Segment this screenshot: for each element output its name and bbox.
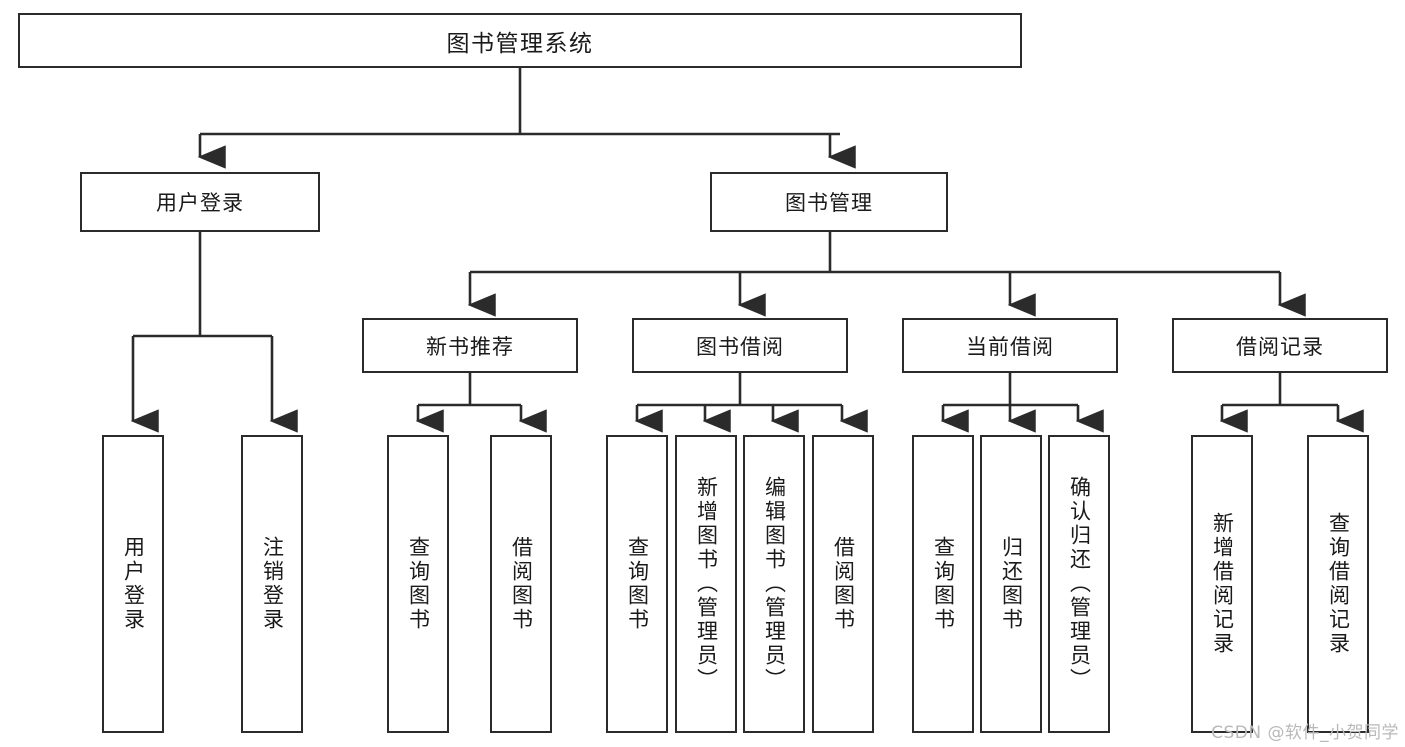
node-leaf-return-book[interactable]: 归还图书	[980, 435, 1042, 733]
node-book-management[interactable]: 图书管理	[710, 172, 948, 232]
leaf-label: 编辑图书（管理员）	[762, 476, 787, 692]
leaf-label: 归还图书	[999, 536, 1024, 632]
leaf-label: 新增借阅记录	[1210, 512, 1235, 656]
leaf-label: 用户登录	[121, 536, 146, 632]
node-new-book-recommend[interactable]: 新书推荐	[362, 318, 578, 373]
node-user-login[interactable]: 用户登录	[80, 172, 320, 232]
leaf-label: 查询图书	[406, 536, 431, 632]
node-leaf-borrow-book-1[interactable]: 借阅图书	[490, 435, 552, 733]
leaf-label: 借阅图书	[831, 536, 856, 632]
node-leaf-query-book-3[interactable]: 查询图书	[912, 435, 974, 733]
leaf-label: 注销登录	[260, 536, 285, 632]
node-leaf-add-book[interactable]: 新增图书（管理员）	[675, 435, 737, 733]
leaf-label: 确认归还（管理员）	[1067, 476, 1092, 692]
node-leaf-add-record[interactable]: 新增借阅记录	[1191, 435, 1253, 733]
node-leaf-query-book-2[interactable]: 查询图书	[606, 435, 668, 733]
node-leaf-borrow-book-2[interactable]: 借阅图书	[812, 435, 874, 733]
node-leaf-query-record[interactable]: 查询借阅记录	[1307, 435, 1369, 733]
watermark: CSDN @软件_小贺同学	[1211, 723, 1399, 743]
node-book-borrow[interactable]: 图书借阅	[632, 318, 848, 373]
node-leaf-query-book-1[interactable]: 查询图书	[387, 435, 449, 733]
node-leaf-confirm-return[interactable]: 确认归还（管理员）	[1048, 435, 1110, 733]
node-leaf-logout-login[interactable]: 注销登录	[241, 435, 303, 733]
leaf-label: 借阅图书	[509, 536, 534, 632]
leaf-label: 查询图书	[931, 536, 956, 632]
node-leaf-user-login[interactable]: 用户登录	[102, 435, 164, 733]
node-leaf-edit-book[interactable]: 编辑图书（管理员）	[743, 435, 805, 733]
leaf-label: 新增图书（管理员）	[694, 476, 719, 692]
leaf-label: 查询借阅记录	[1326, 512, 1351, 656]
node-borrow-record[interactable]: 借阅记录	[1172, 318, 1388, 373]
leaf-label: 查询图书	[625, 536, 650, 632]
node-root-system[interactable]: 图书管理系统	[18, 13, 1022, 68]
node-current-borrow[interactable]: 当前借阅	[902, 318, 1118, 373]
